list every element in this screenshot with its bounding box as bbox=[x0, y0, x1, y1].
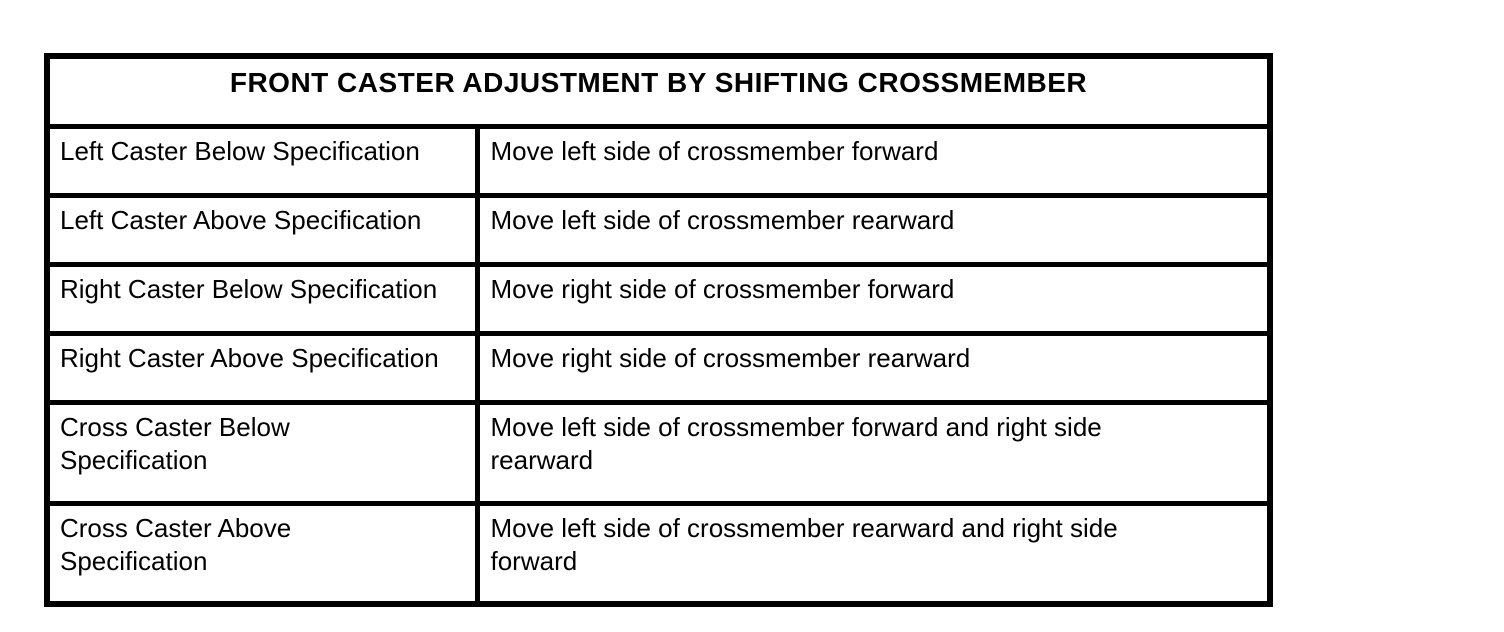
action-text: Move left side of crossmember rearward a… bbox=[490, 512, 1118, 576]
action-cell: Move left side of crossmember forward bbox=[474, 123, 1273, 198]
row-left-caster-above: Left Caster Above Specification Move lef… bbox=[44, 192, 1273, 267]
action-cell: Move left side of crossmember rearward a… bbox=[474, 500, 1273, 607]
condition-cell: Right Caster Above Specification bbox=[44, 330, 480, 405]
action-text: Move left side of crossmember forward bbox=[490, 135, 939, 166]
condition-cell: Cross Caster Below Specification bbox=[44, 399, 480, 506]
condition-text: Left Caster Below Specification bbox=[60, 135, 420, 166]
action-text: Move left side of crossmember forward an… bbox=[490, 411, 1102, 475]
condition-cell: Left Caster Below Specification bbox=[44, 123, 480, 198]
caster-adjustment-table: FRONT CASTER ADJUSTMENT BY SHIFTING CROS… bbox=[44, 53, 1273, 607]
condition-text: Cross Caster Above Specification bbox=[60, 512, 292, 576]
row-right-caster-below: Right Caster Below Specification Move ri… bbox=[44, 261, 1273, 336]
table-title: FRONT CASTER ADJUSTMENT BY SHIFTING CROS… bbox=[44, 53, 1273, 129]
row-cross-caster-below: Cross Caster Below Specification Move le… bbox=[44, 399, 1273, 506]
action-cell: Move left side of crossmember forward an… bbox=[474, 399, 1273, 506]
row-cross-caster-above: Cross Caster Above Specification Move le… bbox=[44, 500, 1273, 607]
row-right-caster-above: Right Caster Above Specification Move ri… bbox=[44, 330, 1273, 405]
action-text: Move left side of crossmember rearward bbox=[490, 204, 955, 235]
condition-text: Right Caster Below Specification bbox=[60, 273, 438, 304]
table-header-row: FRONT CASTER ADJUSTMENT BY SHIFTING CROS… bbox=[44, 53, 1273, 129]
condition-cell: Cross Caster Above Specification bbox=[44, 500, 480, 607]
condition-text: Left Caster Above Specification bbox=[60, 204, 422, 235]
action-cell: Move right side of crossmember rearward bbox=[474, 330, 1273, 405]
row-left-caster-below: Left Caster Below Specification Move lef… bbox=[44, 123, 1273, 198]
action-text: Move right side of crossmember rearward bbox=[490, 342, 971, 373]
condition-cell: Right Caster Below Specification bbox=[44, 261, 480, 336]
condition-text: Cross Caster Below Specification bbox=[60, 411, 290, 475]
action-text: Move right side of crossmember forward bbox=[490, 273, 955, 304]
condition-text: Right Caster Above Specification bbox=[60, 342, 439, 373]
action-cell: Move left side of crossmember rearward bbox=[474, 192, 1273, 267]
action-cell: Move right side of crossmember forward bbox=[474, 261, 1273, 336]
condition-cell: Left Caster Above Specification bbox=[44, 192, 480, 267]
